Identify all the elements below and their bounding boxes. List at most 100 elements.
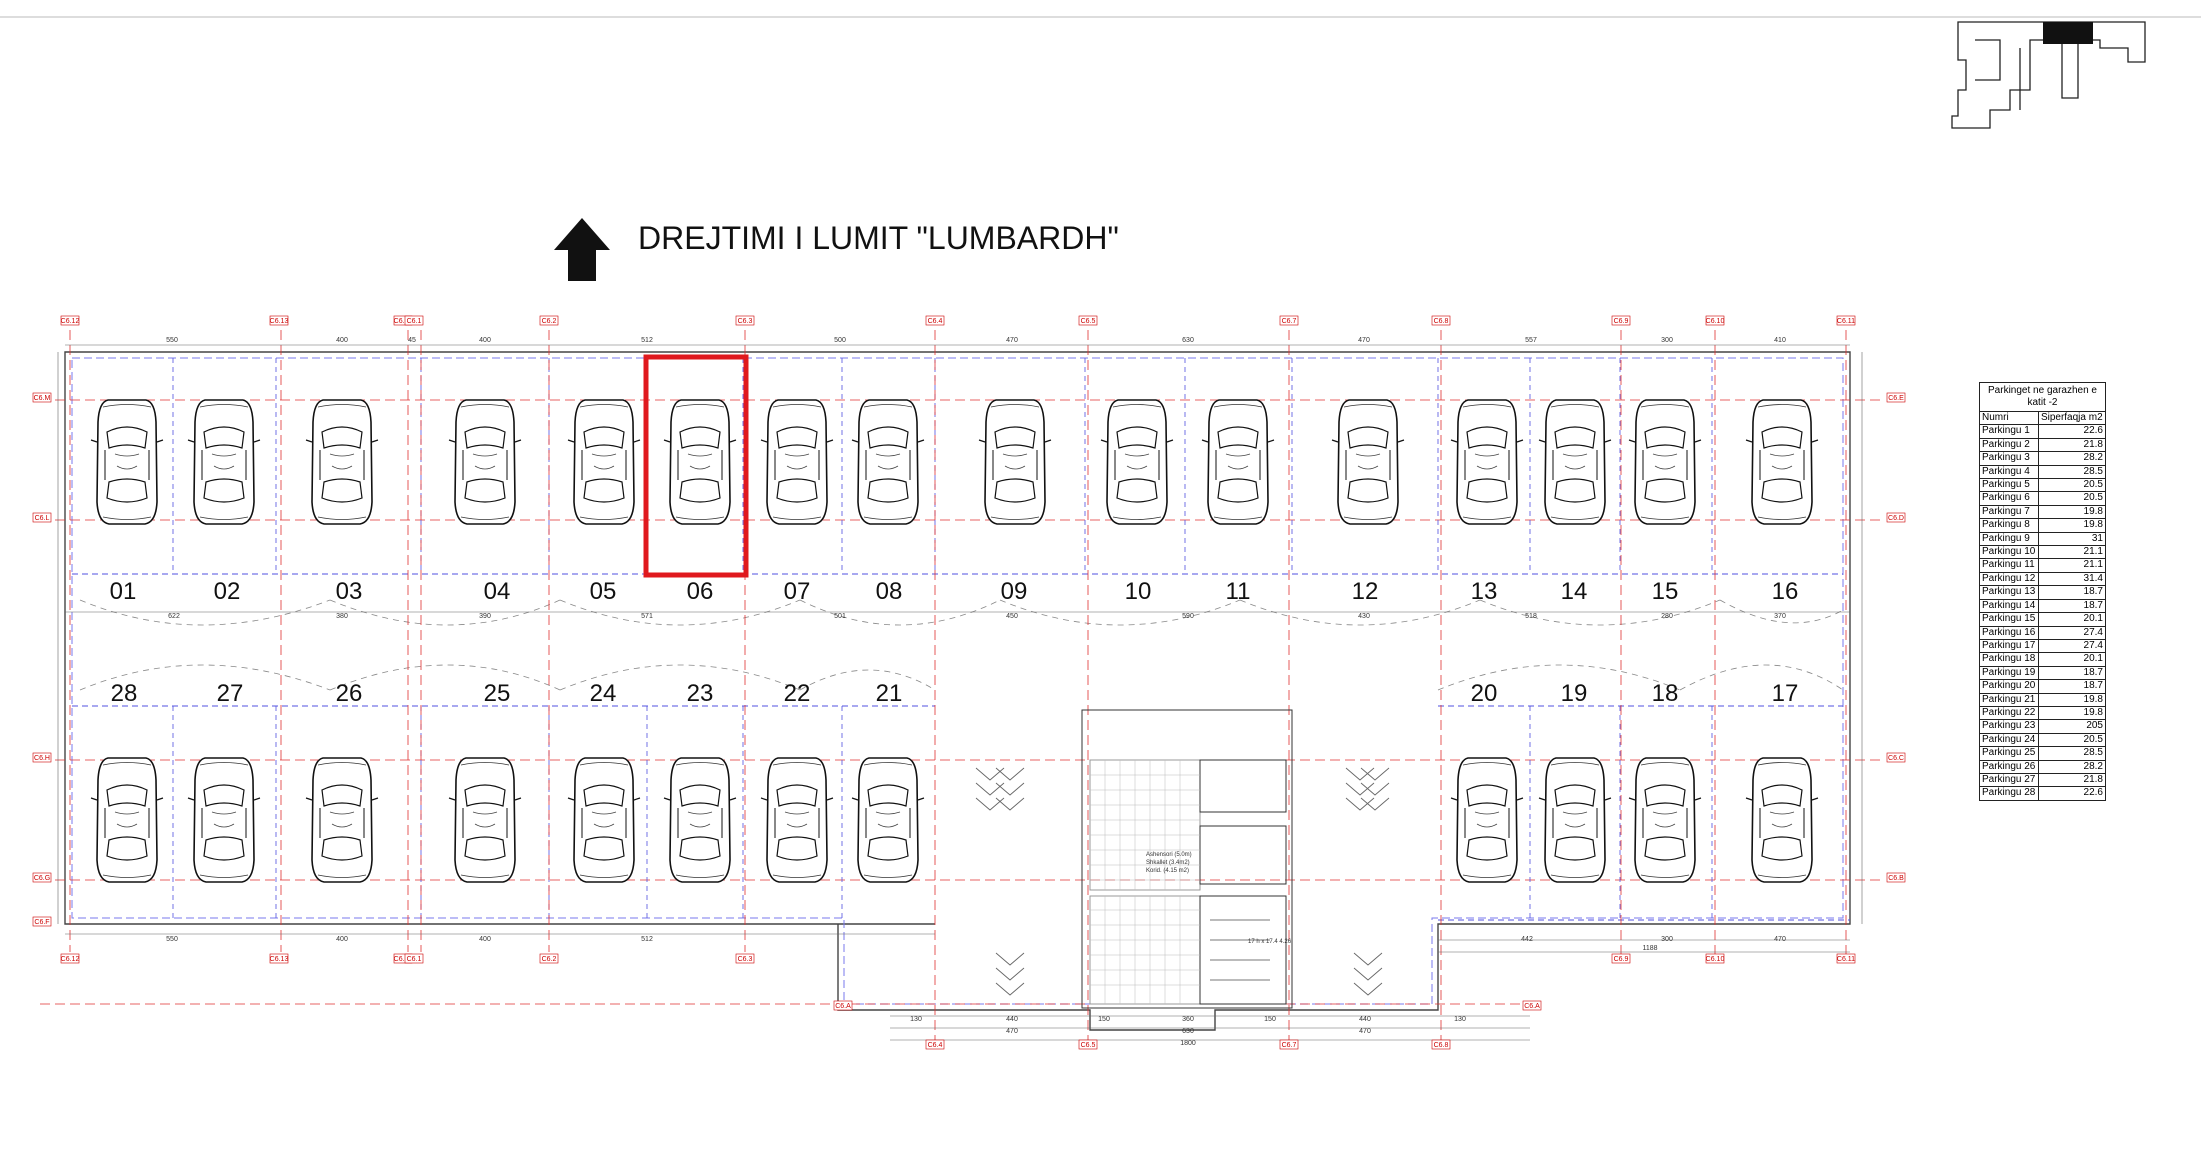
- stair-tiles: [1090, 760, 1200, 1004]
- axis-tag-box: [1705, 315, 1725, 326]
- dimension-label: 470: [1006, 337, 1018, 344]
- axis-tag-box: [539, 315, 559, 326]
- dimension-label: 45: [408, 337, 416, 344]
- schedule-row-name: Parkingu 27: [1979, 772, 2039, 788]
- axis-tag: C6.8: [1434, 318, 1449, 325]
- dimension-label: 630: [1182, 1028, 1194, 1035]
- dimension-label: 470: [1359, 1028, 1371, 1035]
- schedule-row-area: 18.7: [2037, 679, 2107, 694]
- spot-number: 01: [110, 578, 137, 605]
- schedule-row-area: 31.4: [2037, 571, 2107, 587]
- axis-tag-box: [1522, 1000, 1542, 1011]
- schedule-row-name: Parkingu 25: [1979, 746, 2039, 761]
- axis-tag: C6.L: [35, 515, 50, 522]
- schedule-row-name: Parkingu 22: [1979, 705, 2039, 721]
- axis-tag: C6.10: [1706, 956, 1725, 963]
- spot-number: 08: [876, 578, 903, 605]
- dimension-label: 557: [1525, 337, 1537, 344]
- schedule-row-name: Parkingu 23: [1979, 719, 2039, 734]
- axis-tag: C6.C: [1888, 755, 1904, 762]
- axis-tag-box: [1279, 315, 1299, 326]
- dimension-label: 150: [1264, 1016, 1276, 1023]
- spot-number: 17: [1772, 680, 1799, 707]
- axis-tag-box: [60, 315, 80, 326]
- schedule-row-area: 31: [2037, 531, 2107, 547]
- schedule-row-name: Parkingu 16: [1979, 625, 2039, 640]
- schedule-row-name: Parkingu 3: [1979, 451, 2039, 466]
- axis-tag-box: [833, 1000, 853, 1011]
- schedule-row-area: 27.4: [2037, 638, 2107, 654]
- spot-number: 18: [1652, 680, 1679, 707]
- garage-walls: [64, 351, 1851, 1031]
- schedule-row-area: 19.8: [2037, 518, 2107, 533]
- schedule-row-name: Parkingu 1: [1979, 424, 2039, 439]
- schedule-row-name: Parkingu 11: [1979, 558, 2039, 573]
- axis-tag-box: [1611, 953, 1631, 964]
- core-note-3: Korid. (4.15 m2): [1146, 868, 1189, 874]
- spot-number: 10: [1125, 578, 1152, 605]
- spot-number: 14: [1561, 578, 1588, 605]
- schedule-row-area: 20.1: [2037, 612, 2107, 627]
- schedule-row-area: 18.7: [2037, 598, 2107, 614]
- axis-tag-box: [32, 872, 52, 883]
- spot-number: 11: [1226, 578, 1251, 605]
- axis-tag-box: [735, 953, 755, 964]
- axis-tag: C6.5: [1081, 1042, 1096, 1049]
- schedule-row-name: Parkingu 2: [1979, 437, 2039, 453]
- schedule-row-name: Parkingu 19: [1979, 665, 2039, 681]
- ramp-arrows: [975, 767, 1390, 996]
- axis-tag-box: [32, 392, 52, 403]
- direction-label: DREJTIMI I LUMIT "LUMBARDH": [638, 220, 1119, 256]
- dimension-label: 512: [641, 936, 653, 943]
- key-plan: [1951, 21, 2146, 129]
- schedule-row-area: 21.1: [2037, 545, 2107, 560]
- core-note-1: Ashensori (5.0m): [1146, 852, 1192, 858]
- drive-aisle-arcs: [79, 599, 1844, 691]
- schedule-row-area: 28.2: [2037, 451, 2107, 466]
- axis-tag-box: [1886, 392, 1906, 403]
- schedule-row-area: 28.2: [2037, 759, 2107, 774]
- axis-tag: C6.3: [738, 956, 753, 963]
- axis-tag: C6.8: [1434, 1042, 1449, 1049]
- core-note-2: Shkallet (3.4m2): [1146, 860, 1190, 866]
- axis-tag-box: [1886, 512, 1906, 523]
- spot-number: 28: [111, 680, 138, 707]
- axis-tag-box: [539, 953, 559, 964]
- dimension-label: 300: [1661, 337, 1673, 344]
- axis-tag-box: [404, 953, 424, 964]
- dimension-label: 470: [1006, 1028, 1018, 1035]
- schedule-row-name: Parkingu 12: [1979, 571, 2039, 587]
- axis-tag-box: [925, 315, 945, 326]
- spot-number: 20: [1471, 680, 1498, 707]
- axis-tag: C6.D: [1888, 515, 1904, 522]
- dimension-label: 150: [1098, 1016, 1110, 1023]
- schedule-row-area: 19.8: [2037, 504, 2107, 520]
- axis-tag: C6.B: [1888, 875, 1904, 882]
- axis-tag-box: [1705, 953, 1725, 964]
- axis-tag-box: [1886, 752, 1906, 763]
- dimension-label: 400: [479, 337, 491, 344]
- spot-number: 25: [484, 680, 511, 707]
- axis-tag: C6.E: [1888, 395, 1904, 402]
- dimension-label: 300: [1661, 936, 1673, 943]
- schedule-row-name: Parkingu 13: [1979, 585, 2039, 600]
- axis-tag-box: [32, 916, 52, 927]
- dimension-label: 440: [1006, 1016, 1018, 1023]
- selected-spot-highlight[interactable]: [643, 354, 749, 578]
- dimension-lines: [57, 344, 1863, 1041]
- schedule-row-area: 22.6: [2037, 424, 2107, 439]
- axis-tag-box: [404, 315, 424, 326]
- spot-number: 26: [336, 680, 363, 707]
- axis-tag-box: [1836, 953, 1856, 964]
- dimension-label: 1188: [1642, 945, 1657, 952]
